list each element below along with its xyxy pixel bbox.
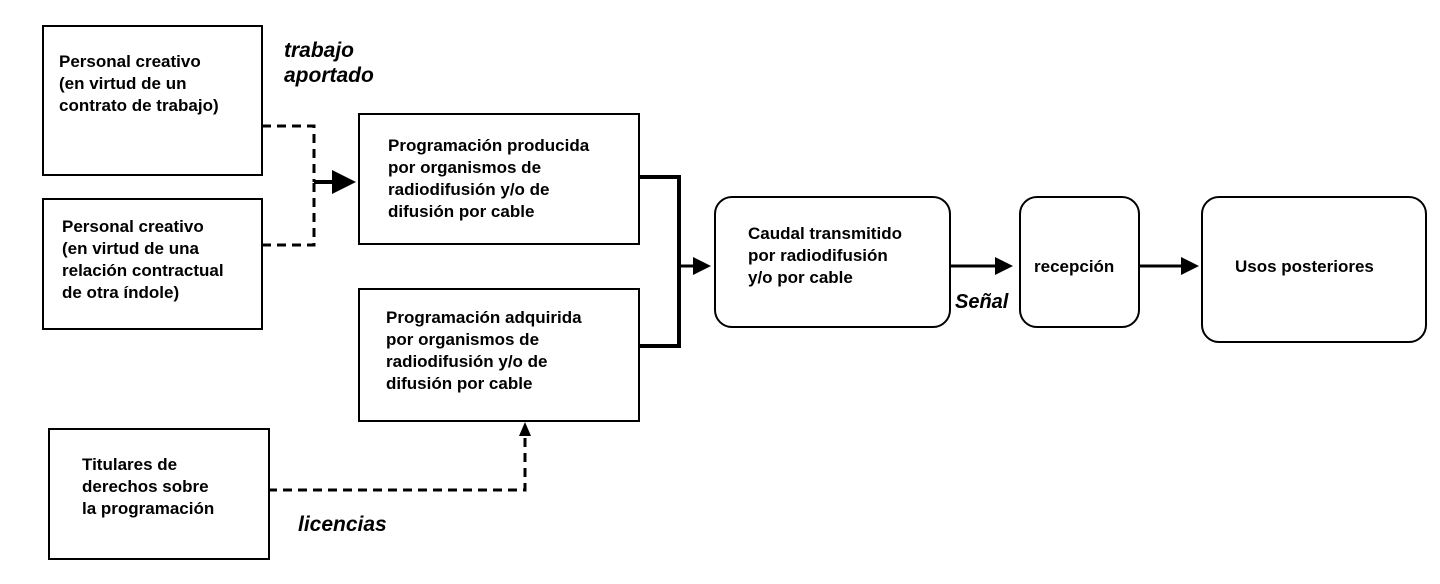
- senal-label: Señal: [955, 291, 1009, 313]
- usos-text: Usos posteriores: [1235, 257, 1374, 276]
- dashed-connector-contrato: [262, 124, 316, 182]
- programacion-producida-text: Programación producida por organismos de…: [388, 136, 590, 221]
- dashed-connector-relacion: [262, 182, 316, 247]
- titulares-box: Titulares de derechos sobre la programac…: [48, 428, 270, 560]
- caudal-text: Caudal transmitido por radiodifusión y/o…: [748, 224, 902, 287]
- recepcion-text: recepción: [1034, 257, 1115, 276]
- arrowhead-licencias: [519, 422, 531, 436]
- caudal-box: Caudal transmitido por radiodifusión y/o…: [714, 196, 951, 328]
- titulares-text: Titulares de derechos sobre la programac…: [82, 455, 215, 518]
- programacion-adquirida-text: Programación adquirida por organismos de…: [386, 308, 582, 393]
- dashed-connector-licencias: [268, 432, 527, 492]
- personal-contrato-text: Personal creativo (en virtud de un contr…: [59, 52, 219, 115]
- recepcion-box: recepción: [1019, 196, 1140, 328]
- personal-relacion-text: Personal creativo (en virtud de una rela…: [62, 217, 224, 302]
- connector-producida: [640, 175, 681, 348]
- programacion-producida-box: Programación producida por organismos de…: [358, 113, 640, 245]
- programacion-adquirida-box: Programación adquirida por organismos de…: [358, 288, 640, 422]
- trabajo-aportado-label: trabajo aportado: [284, 39, 374, 87]
- personal-relacion-box: Personal creativo (en virtud de una rela…: [42, 198, 263, 330]
- personal-contrato-box: Personal creativo (en virtud de un contr…: [42, 25, 263, 176]
- licencias-label: licencias: [298, 513, 387, 536]
- usos-box: Usos posteriores: [1201, 196, 1427, 343]
